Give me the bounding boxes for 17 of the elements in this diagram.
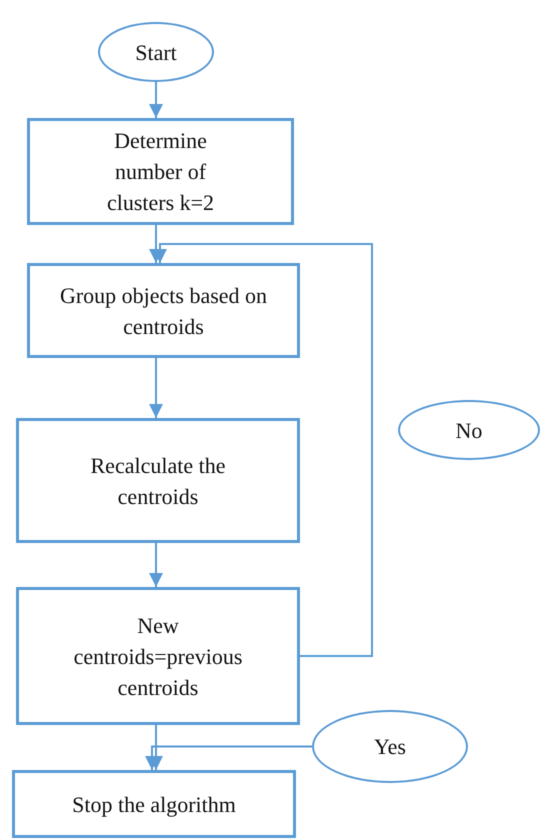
process-box bbox=[27, 118, 294, 225]
arrow bbox=[145, 746, 312, 770]
process-box bbox=[16, 418, 300, 543]
node-label: Stop the algorithm bbox=[72, 790, 236, 819]
arrow bbox=[149, 82, 163, 118]
process-box bbox=[12, 770, 296, 838]
node-label: Start bbox=[135, 38, 177, 66]
node-label: New centroids=previous centroids bbox=[72, 612, 244, 702]
node-label: Determine number of clusters k=2 bbox=[106, 127, 216, 217]
arrow bbox=[149, 358, 163, 418]
process-box bbox=[27, 263, 300, 358]
arrow bbox=[149, 543, 163, 587]
node-label: Yes bbox=[374, 733, 406, 761]
node-label: Group objects based on centroids bbox=[58, 282, 268, 340]
node-label: No bbox=[456, 416, 482, 444]
node-label: Recalculate the centroids bbox=[90, 452, 226, 510]
process-box bbox=[16, 587, 300, 725]
